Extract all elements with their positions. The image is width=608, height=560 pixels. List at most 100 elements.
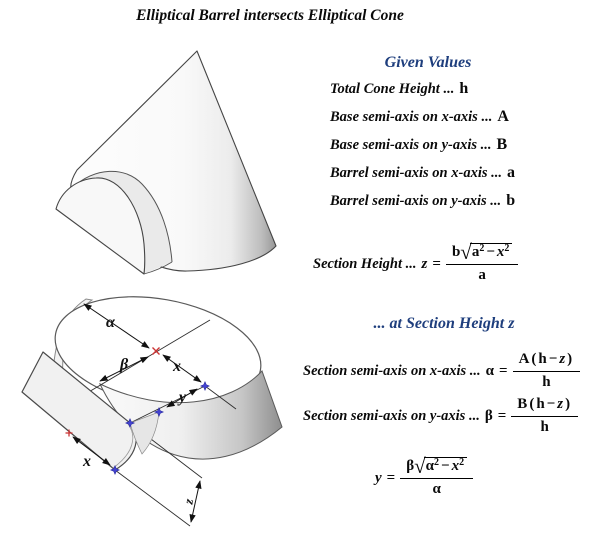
y-dimension [166,388,198,408]
given-label: Base semi-axis on x-axis ... [330,109,493,125]
given-variable: b [506,192,516,209]
alpha-label: α [106,314,116,331]
at-section-height-heading: ... at Section Height z [334,315,554,333]
coefficient: b [451,244,461,261]
red-plus-marker [65,429,73,437]
given-label: Barrel semi-axis on x-axis ... [330,165,502,181]
x-label: x [172,358,181,375]
section-3d-figure: α β x y x z [21,296,283,527]
exponent: 2 [459,457,465,469]
radicand-subvar: x [496,244,505,261]
minus-sign: − [441,458,450,475]
z-dimension [189,480,202,523]
page-title: Elliptical Barrel intersects Elliptical … [136,7,404,24]
center-x-marker [152,347,160,355]
y-label: y [177,389,187,406]
y-formula: y = β√α2−x2 α [375,452,474,504]
denominator: h [542,373,551,390]
given-values-heading: Given Values [384,54,472,71]
barrel-x-dimension [72,436,111,466]
equals-sign: = [497,407,507,424]
formula-lhs: α [485,362,495,379]
denominator: α [432,480,441,497]
barrel-front-face [55,177,146,275]
formula-label: Section semi-axis on x-axis ... [303,362,481,379]
barrel-x-label: x [82,453,91,470]
paren-open: ( [531,351,537,368]
fraction: b√a2−x2 a [445,242,519,284]
given-item-base-y: Base semi-axis on y-axis ...B [330,136,515,164]
beta-label: β [119,356,129,373]
barrel-back-arch-edge [71,170,173,263]
point-markers [65,347,211,476]
fraction: B(h−z) h [511,396,579,436]
given-variable: h [459,80,469,97]
diamond-marker [124,417,136,429]
given-item-barrel-y: Barrel semi-axis on y-axis ...b [330,192,515,220]
beta-formula: Section semi-axis on y-axis ... β = B(h−… [303,393,579,439]
radical-sign: √ [460,240,472,265]
radical-sign: √ [414,454,426,479]
dimension-lines [72,303,202,523]
given-values-list: Total Cone Height ...h Base semi-axis on… [330,80,515,220]
formula-label: Section Height ... [313,255,417,272]
dimension-labels: α β x y x z [82,314,196,506]
heading-variable: z [508,315,515,332]
exponent: 2 [434,457,440,469]
diamond-marker [109,464,121,476]
alpha-dimension [83,303,150,349]
z-label: z [180,496,196,506]
exponent: 2 [504,243,510,255]
given-variable: a [507,164,515,181]
coefficient: B [517,396,528,413]
cone-barrel-3d-figure [55,50,277,275]
paren-open: ( [529,396,535,413]
paren-close: ) [567,351,573,368]
slab-bottom-extension-line [114,469,191,527]
given-label: Total Cone Height ... [330,81,455,97]
formula-label: Section semi-axis on y-axis ... [303,407,480,424]
barrel-top-facet [129,411,160,455]
exponent: 2 [479,243,485,255]
denominator: a [478,266,486,283]
minus-sign: − [548,351,558,368]
radicand-var: α [425,458,435,475]
given-item-barrel-x: Barrel semi-axis on x-axis ... a [330,164,515,192]
chord-extension-line [204,385,237,410]
cone-base-edge [143,261,173,275]
radicand-subvar: x [451,458,460,475]
z-var: z [557,396,564,413]
x-dimension [162,354,202,383]
h-var: h [536,396,545,413]
given-label: Barrel semi-axis on y-axis ... [330,193,502,209]
barrel-top-surface [72,171,172,274]
equals-sign: = [432,255,441,272]
formula-lhs: β [484,407,493,424]
radicand-var: a [471,244,480,261]
denominator: h [540,418,549,435]
equals-sign: = [499,362,508,379]
coefficient: β [406,458,415,475]
beta-dimension [99,356,149,382]
diamond-marker [153,406,165,418]
formula-lhs: z [421,255,428,272]
diamond-marker [199,380,211,392]
section-height-formula: Section Height ... z = b√a2−x2 a [313,238,519,290]
paren-close: ) [565,396,571,413]
coefficient: A [518,351,530,368]
formula-lhs: y [375,469,382,486]
given-variable: B [496,136,508,153]
z-var: z [559,351,566,368]
given-label: Base semi-axis on y-axis ... [330,137,492,153]
blue-diamond-markers [109,380,211,476]
given-item-base-x: Base semi-axis on x-axis ...A [330,108,515,136]
h-var: h [538,351,547,368]
heading-text: ... at Section Height [373,315,505,332]
alpha-formula: Section semi-axis on x-axis ... α = A(h−… [303,348,581,394]
given-item-cone-height: Total Cone Height ...h [330,80,515,108]
given-variable: A [497,108,509,125]
fraction: A(h−z) h [512,351,581,391]
equals-sign: = [386,469,396,486]
minus-sign: − [486,244,495,261]
fraction: β√α2−x2 α [400,456,474,498]
